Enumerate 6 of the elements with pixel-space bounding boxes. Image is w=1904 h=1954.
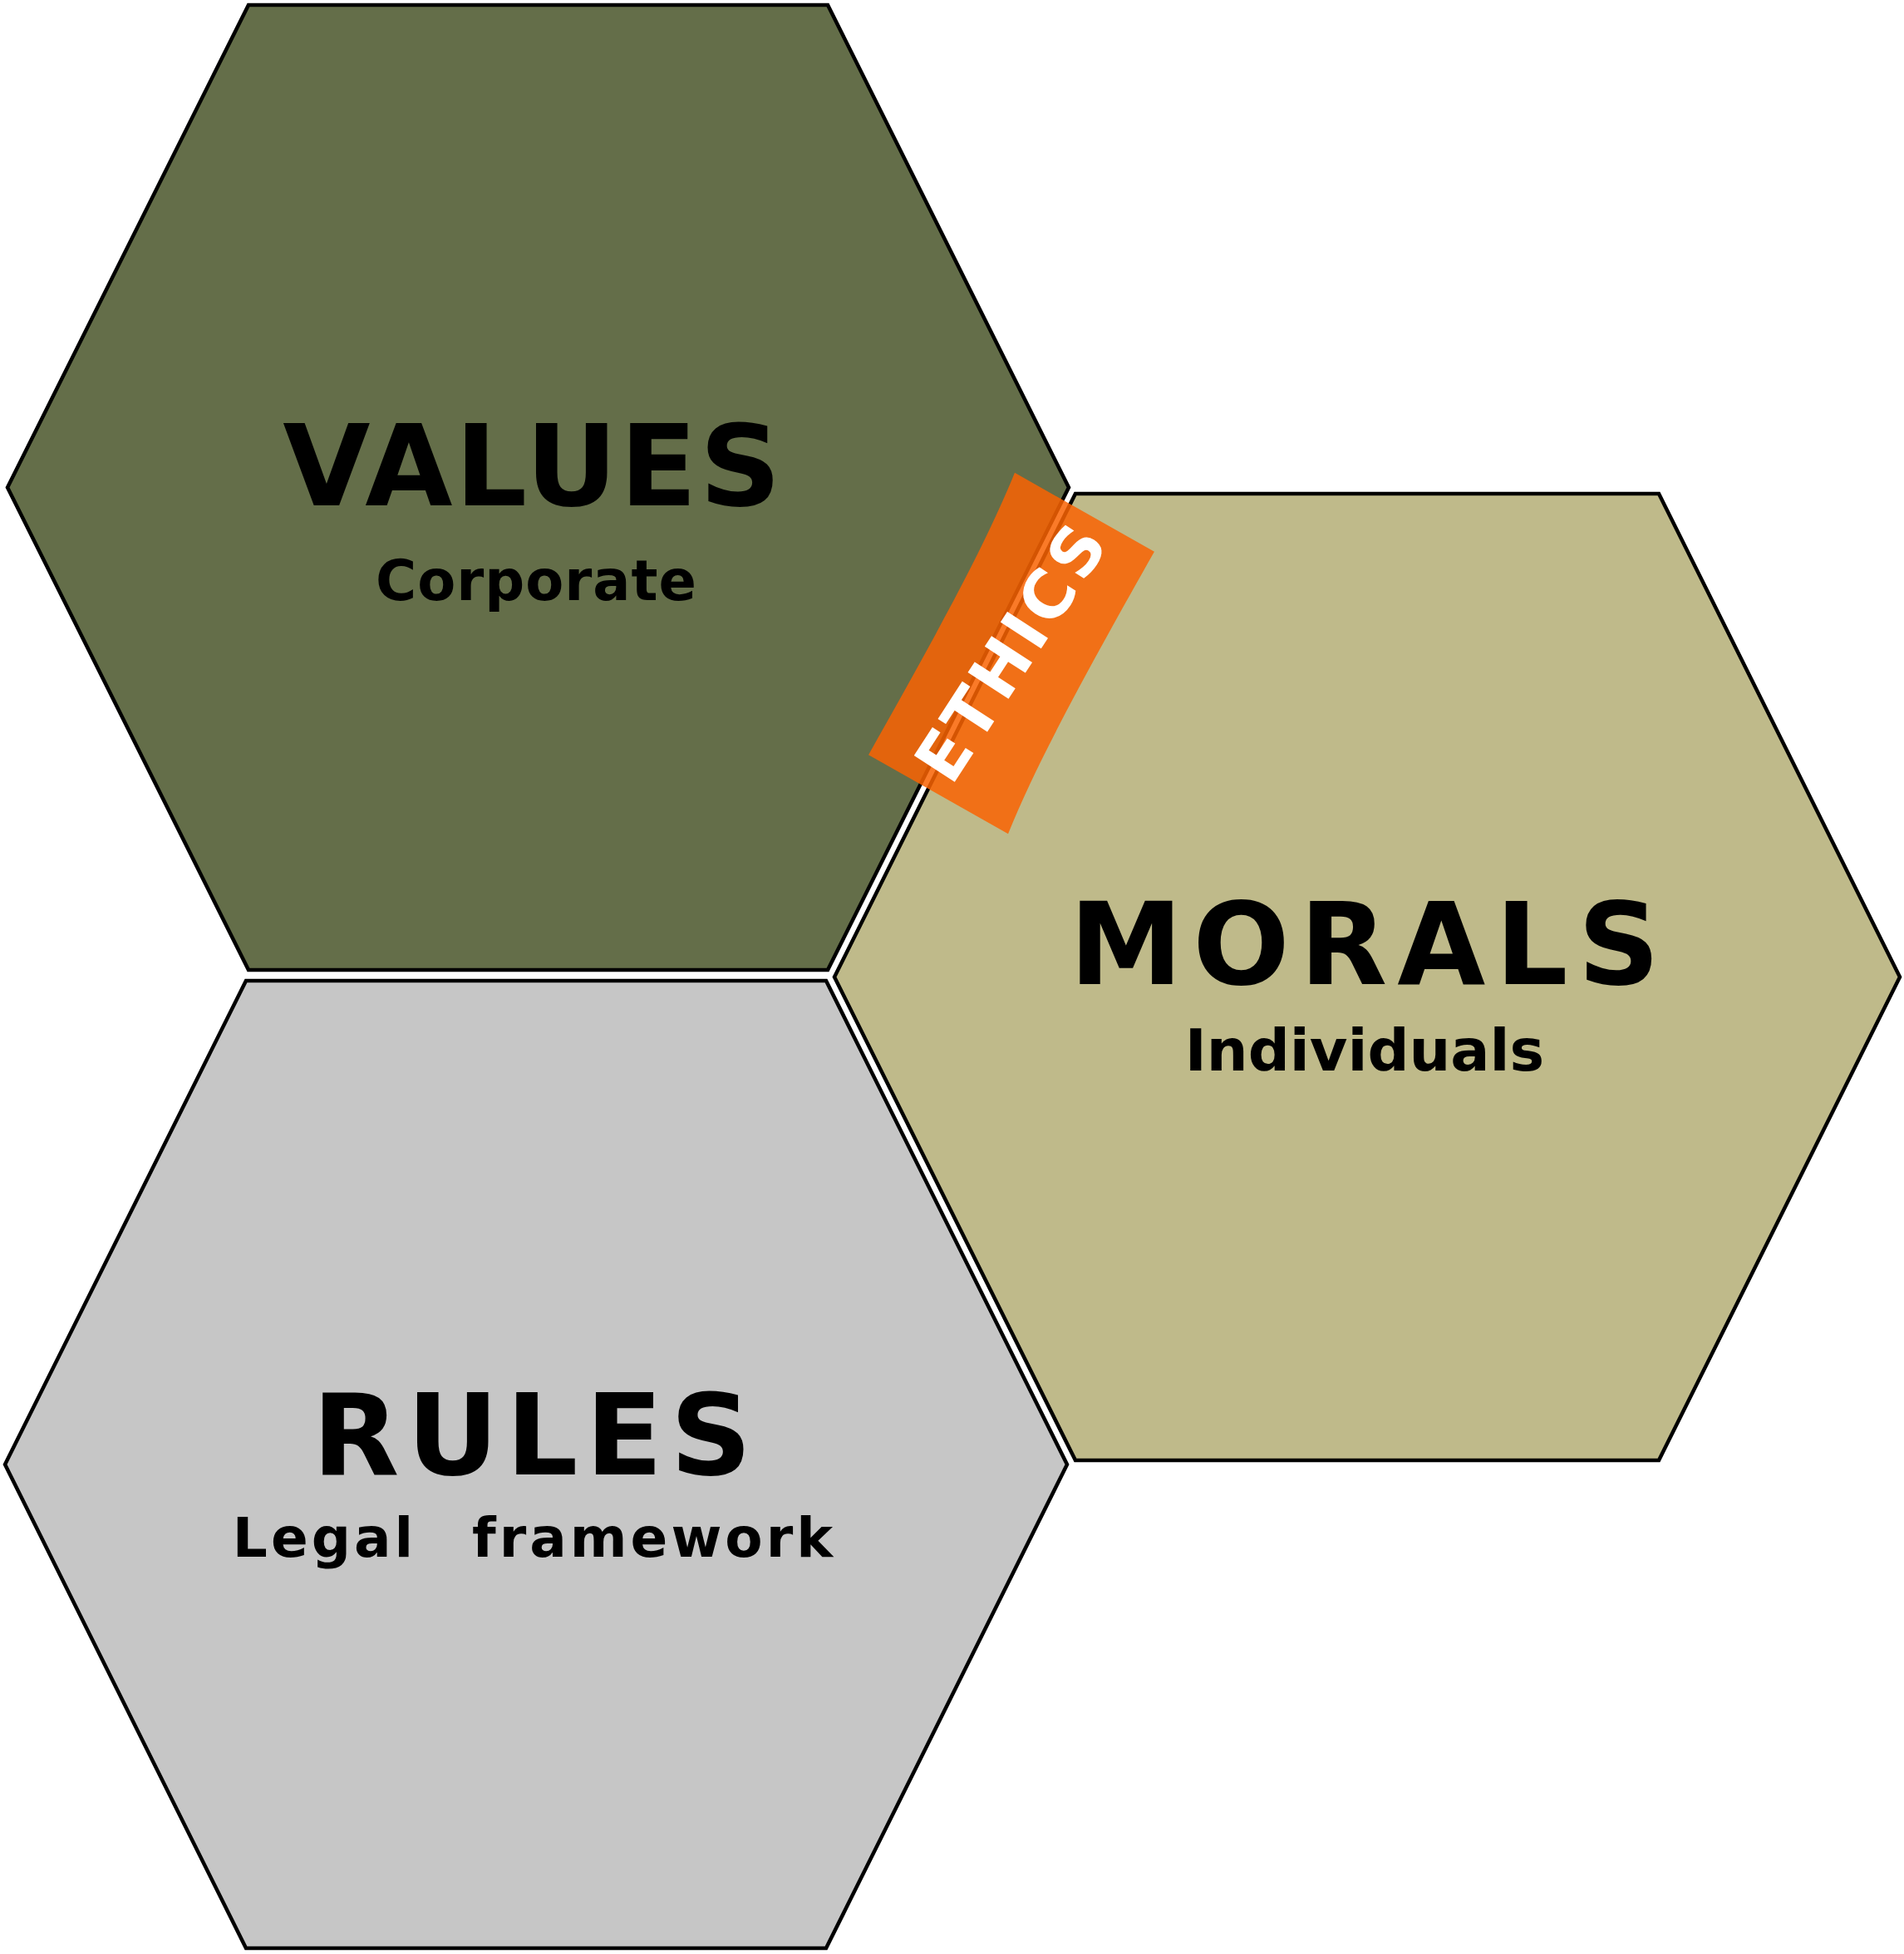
- hexagon-title: VALUES: [282, 410, 784, 523]
- hexagon-title: MORALS: [1068, 888, 1670, 1002]
- hexagon-subtitle: Individuals: [1184, 1021, 1545, 1080]
- hexagon-panel: [3, 979, 1069, 1950]
- hexagon-title: RULES: [311, 1379, 760, 1492]
- hexagon-panel: [833, 492, 1902, 1462]
